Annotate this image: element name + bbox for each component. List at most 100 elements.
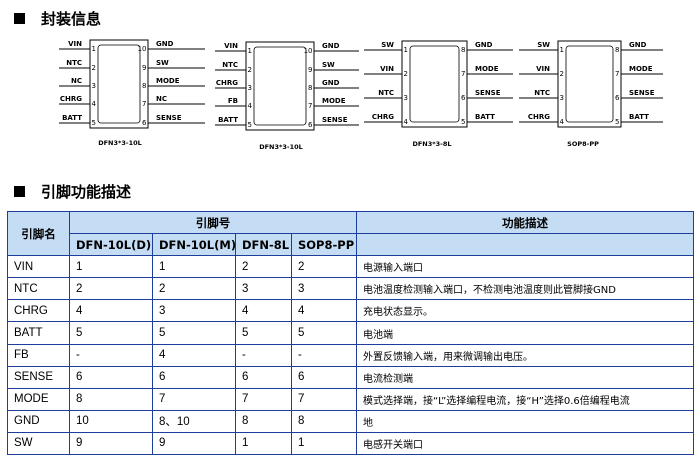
pin-label: GND	[322, 79, 340, 87]
dfn10l-m-cell: 7	[152, 387, 236, 411]
pin-number: 4	[92, 100, 97, 108]
package-label: DFN3*3-10L	[259, 143, 303, 151]
subheader-dfn8l: DFN-8L	[235, 233, 292, 257]
sop8pp-cell: 4	[291, 299, 357, 323]
pin-name-cell: BATT	[7, 321, 70, 345]
pin-number: 7	[615, 70, 619, 78]
sop8pp-cell: 1	[291, 431, 357, 456]
subheader-dfn10l-m: DFN-10L(M)	[152, 233, 236, 257]
pin-number: 1	[248, 47, 252, 55]
pin-label: SENSE	[629, 89, 655, 97]
dfn10l-m-cell: 8、10	[152, 409, 236, 433]
square-bullet-icon	[14, 13, 25, 24]
pin-number: 8	[615, 46, 619, 54]
dfn8l-cell: 7	[235, 387, 292, 411]
pin-label: FB	[228, 97, 238, 105]
chip-body	[245, 41, 315, 131]
dfn10l-m-cell: 5	[152, 321, 236, 345]
pin-label: SW	[381, 41, 394, 49]
function-cell: 充电状态显示。	[356, 299, 694, 323]
subheader-dfn10l-d: DFN-10L(D)	[69, 233, 153, 257]
pin-label: NTC	[222, 61, 238, 69]
sop8pp-cell: -	[291, 343, 357, 367]
dfn10l-d-cell: 2	[69, 277, 153, 301]
pin-number: 10	[304, 47, 313, 55]
pin-label: VIN	[68, 40, 82, 48]
pin-number: 6	[142, 119, 147, 127]
sop8pp-cell: 6	[291, 365, 357, 389]
pin-label: SENSE	[475, 89, 501, 97]
pin-label: GND	[475, 41, 493, 49]
pin-number: 4	[248, 102, 253, 110]
exposed-pad	[565, 45, 614, 123]
pin-label: CHRG	[60, 95, 82, 103]
pin-number: 2	[248, 66, 252, 74]
dfn10l-d-cell: -	[69, 343, 153, 367]
pin-name-cell: GND	[7, 409, 70, 433]
pin-number: 8	[308, 84, 312, 92]
dfn10l-m-cell: 1	[152, 255, 236, 279]
dfn8l-cell: 4	[235, 299, 292, 323]
function-cell: 电源输入端口	[356, 255, 694, 279]
dfn8l-cell: 6	[235, 365, 292, 389]
package-label: DFN3*3-10L	[98, 139, 142, 147]
header-function: 功能描述	[356, 210, 694, 235]
pin-number: 3	[248, 84, 252, 92]
function-cell: 电池端	[356, 321, 694, 345]
pin-name-cell: MODE	[7, 387, 70, 411]
dfn8l-cell: 8	[235, 409, 292, 433]
pin-number: 7	[308, 102, 312, 110]
function-cell: 电流检测端	[356, 365, 694, 389]
table-row: FB-4--外置反馈输入端，用来微调输出电压。	[7, 343, 694, 367]
pin-label: SW	[537, 41, 550, 49]
pin-label: VIN	[380, 65, 394, 73]
pin-number: 9	[142, 64, 146, 72]
dfn8l-cell: 2	[235, 255, 292, 279]
pin-name-cell: SENSE	[7, 365, 70, 389]
pin-label: NTC	[534, 89, 550, 97]
pin-name-cell: NTC	[7, 277, 70, 301]
pin-label: NTC	[66, 59, 82, 67]
dfn10l-d-cell: 8	[69, 387, 153, 411]
sop8pp-cell: 8	[291, 409, 357, 433]
package-outline: VIN1NTC2CHRG3FB4BATT5GND10SW9GND8MODE7SE…	[215, 41, 359, 131]
pin-label: MODE	[322, 97, 346, 105]
pin-label: GND	[322, 42, 340, 50]
dfn10l-d-cell: 10	[69, 409, 153, 433]
dfn10l-m-cell: 2	[152, 277, 236, 301]
sop8pp-cell: 5	[291, 321, 357, 345]
pin-function-title: 引脚功能描述	[41, 183, 132, 201]
dfn10l-m-cell: 4	[152, 343, 236, 367]
dfn10l-m-cell: 9	[152, 431, 236, 456]
pin-name-cell: SW	[7, 431, 70, 456]
pin-number: 2	[404, 70, 408, 78]
package-outline: VIN1NTC2NC3CHRG4BATT5GND10SW9MODE8NC7SEN…	[59, 39, 205, 129]
function-cell: 电池温度检测输入端口，不检测电池温度则此管脚接GND	[356, 277, 694, 301]
pin-function-table: 引脚名 引脚号 功能描述 DFN-10L(D) DFN-10L(M) DFN-8…	[7, 210, 694, 456]
pin-number: 8	[461, 46, 465, 54]
dfn8l-cell: -	[235, 343, 292, 367]
pin-label: MODE	[156, 77, 180, 85]
dfn10l-d-cell: 5	[69, 321, 153, 345]
pin-label: SW	[156, 59, 169, 67]
table-subheader-row: DFN-10L(D) DFN-10L(M) DFN-8L SOP8-PP	[8, 233, 694, 257]
function-cell: 模式选择端，接“L”选择编程电流，接“H”选择0.6倍编程电流	[356, 387, 694, 411]
pin-function-heading: 引脚功能描述	[14, 181, 131, 202]
pin-number: 5	[248, 121, 252, 129]
pin-label: BATT	[218, 116, 238, 124]
pin-label: BATT	[629, 113, 649, 121]
function-cell: 外置反馈输入端，用来微调输出电压。	[356, 343, 694, 367]
pin-number: 4	[404, 118, 409, 126]
pin-label: BATT	[475, 113, 495, 121]
function-cell: 电感开关端口	[356, 431, 694, 456]
pin-label: MODE	[629, 65, 653, 73]
pin-number: 9	[308, 66, 312, 74]
pin-label: NC	[71, 77, 82, 85]
table-header-row: 引脚名 引脚号 功能描述	[7, 210, 694, 257]
pin-number: 10	[138, 45, 147, 53]
pin-number: 6	[308, 121, 313, 129]
